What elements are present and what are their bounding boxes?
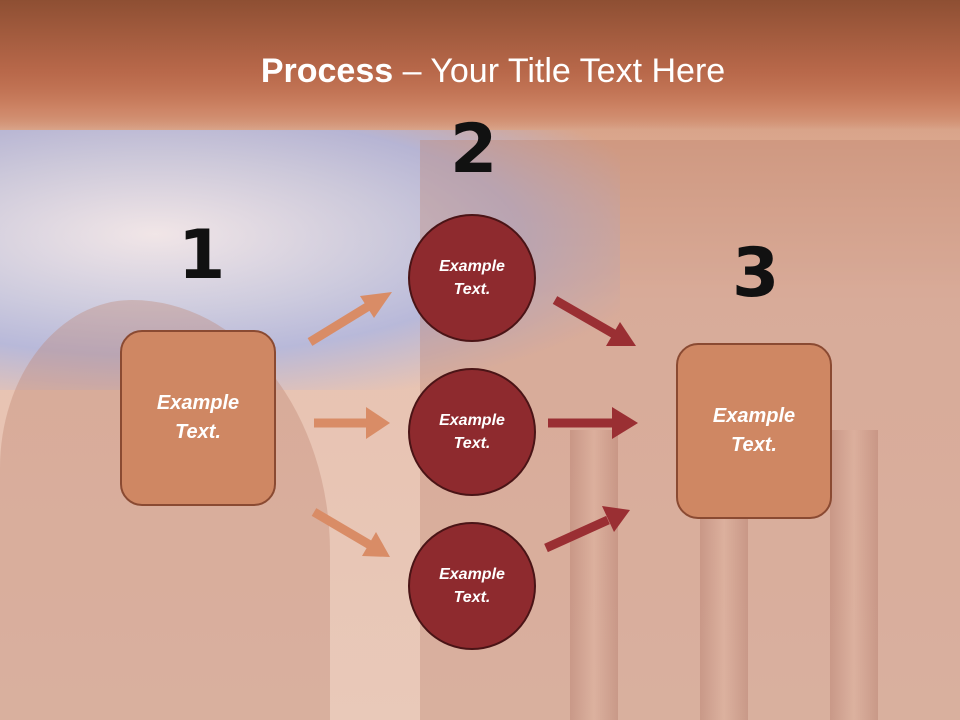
arrowhead-left-down (362, 532, 390, 557)
step-number-3: 3 (732, 234, 780, 313)
box-left-line1: Example (156, 392, 240, 414)
arrowhead-right-mid (612, 407, 638, 439)
title-bold: Process (260, 52, 394, 90)
arrow-right-up (552, 296, 617, 338)
arrow-left-down (311, 508, 373, 549)
step-number-2: 2 (450, 110, 498, 189)
box-left-line2: Text. (175, 421, 221, 443)
right-arrows (544, 296, 638, 553)
arrowhead-right-down (602, 506, 630, 532)
arrowhead-left-mid (366, 407, 390, 439)
circle-top[interactable]: Example Text. (408, 214, 536, 342)
arrowhead-right-up (606, 322, 636, 346)
box-right-line2: Text. (731, 434, 777, 456)
title-bar (0, 0, 960, 130)
slide-title: Process – Your Title Text Here (0, 52, 960, 91)
circle-bottom[interactable]: Example Text. (408, 522, 536, 650)
circle-middle-line2: Text. (453, 435, 491, 452)
column-background (570, 430, 618, 720)
arrowhead-left-up (360, 292, 392, 318)
arrow-right-down (544, 515, 610, 553)
step-number-1: 1 (178, 216, 226, 295)
circle-bottom-line1: Example (439, 566, 505, 583)
circle-bottom-line2: Text. (453, 589, 491, 606)
title-rest: – Your Title Text Here (393, 52, 726, 90)
box-right-line1: Example (712, 405, 796, 427)
circle-middle[interactable]: Example Text. (408, 368, 536, 496)
box-left[interactable]: Example Text. (120, 330, 276, 506)
circle-top-line1: Example (439, 258, 505, 275)
arrow-left-up (307, 300, 375, 346)
circle-middle-line1: Example (439, 412, 505, 429)
column-background (830, 430, 878, 720)
box-right[interactable]: Example Text. (676, 343, 832, 519)
circle-top-line2: Text. (453, 281, 491, 298)
left-arrows (307, 292, 392, 557)
